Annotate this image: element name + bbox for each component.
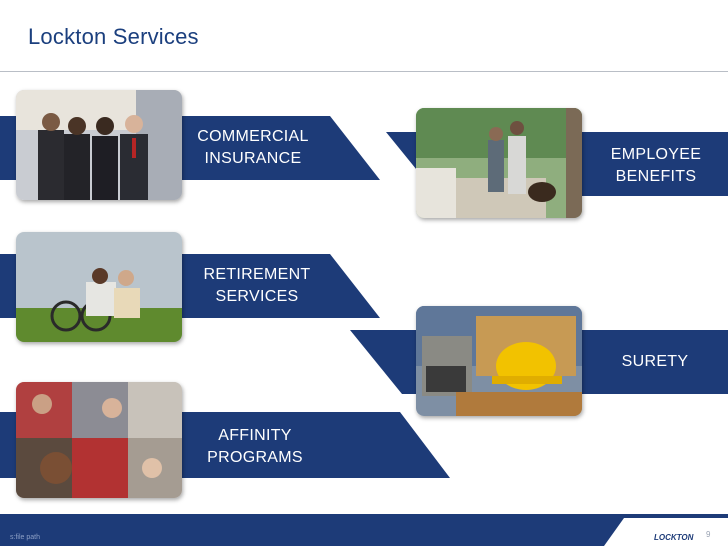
footer-path: s:file path [10,534,40,541]
photo-family-walking [416,108,582,218]
footer-bar [0,514,728,546]
label-affinity-programs: AFFINITY PROGRAMS [207,427,303,466]
label-commercial-insurance: COMMERCIAL INSURANCE [197,128,309,167]
photo-retired-couple [16,232,182,342]
label-employee-benefits: EMPLOYEE BENEFITS [610,146,702,185]
label-retirement-services: RETIREMENT SERVICES [203,266,311,305]
title-divider [0,71,728,72]
lockton-logo: LOCKTON [654,533,694,542]
label-surety: SURETY [621,353,689,370]
photo-construction [416,306,582,416]
slide-title: Lockton Services [28,24,199,49]
page-number: 9 [706,530,711,539]
photo-business-people [16,90,182,200]
photo-diverse-people [16,382,182,498]
footer-logo-panel [604,518,728,546]
